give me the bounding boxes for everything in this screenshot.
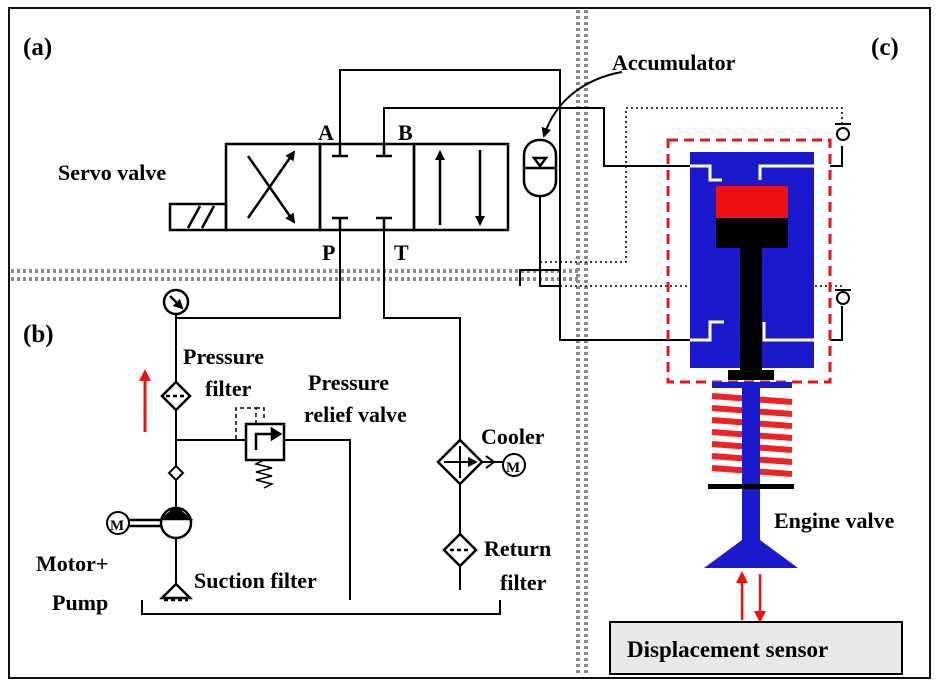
piston-head [716, 186, 788, 218]
pressure-gauge-icon [162, 288, 190, 316]
port-b-label: B [398, 120, 413, 145]
engine-valve-head [704, 540, 798, 568]
panel-label-b: (b) [23, 321, 54, 348]
panel-label-a: (a) [23, 34, 52, 61]
pilot-lines [540, 107, 843, 290]
valve-stem-upper [742, 388, 760, 488]
return-filter-label-1: Return [484, 536, 551, 561]
relief-valve-label-1: Pressure [308, 370, 389, 395]
servo-valve-label: Servo valve [58, 160, 166, 185]
accumulator-label: Accumulator [612, 50, 736, 75]
motor-pump-label-2: Pump [52, 590, 108, 615]
displacement-sensor-label: Displacement sensor [627, 637, 828, 662]
return-filter-label-2: filter [500, 570, 547, 595]
cooler-motor-icon: M [502, 453, 526, 477]
cooler-icon [436, 438, 504, 486]
motor-pump-label-1: Motor+ [36, 551, 108, 576]
pressure-filter-label-1: Pressure [183, 344, 264, 369]
cooler-label: Cooler [481, 424, 545, 449]
panel-label-c: (c) [871, 34, 899, 61]
cooler-motor-symbol-label: M [506, 460, 520, 476]
piston-seal [716, 218, 788, 248]
port-p-label: P [322, 240, 335, 265]
spring-retainer [712, 382, 792, 388]
port-a-label: A [318, 120, 334, 145]
outer-frame [8, 7, 931, 679]
suction-filter-icon [158, 582, 194, 602]
pressure-filter-icon [160, 380, 192, 412]
engine-valve-label: Engine valve [774, 508, 895, 533]
accumulator-pointer [541, 71, 623, 138]
pressure-filter-label-2: filter [205, 376, 252, 401]
motor-symbol-label: M [110, 518, 124, 534]
hydraulic-lines [141, 69, 690, 615]
check-valves-right [830, 123, 851, 341]
rod-coupler [728, 370, 774, 380]
piston-rod [740, 248, 762, 370]
pump-icon [128, 506, 194, 540]
servo-valve-symbol [168, 142, 510, 232]
pressure-relief-valve-icon [235, 407, 286, 489]
motor-icon: M [106, 511, 130, 535]
internal-ports [690, 164, 814, 342]
panel-dividers [11, 10, 588, 676]
spring-seat [708, 484, 794, 489]
valve-stem [742, 489, 760, 541]
accumulator-symbol [522, 138, 558, 198]
port-t-label: T [394, 240, 409, 265]
displacement-sensor-box [609, 621, 903, 675]
suction-filter-label: Suction filter [194, 568, 317, 593]
check-valve-icon [167, 464, 185, 482]
return-filter-icon [442, 532, 478, 568]
relief-valve-label-2: relief valve [304, 402, 407, 427]
